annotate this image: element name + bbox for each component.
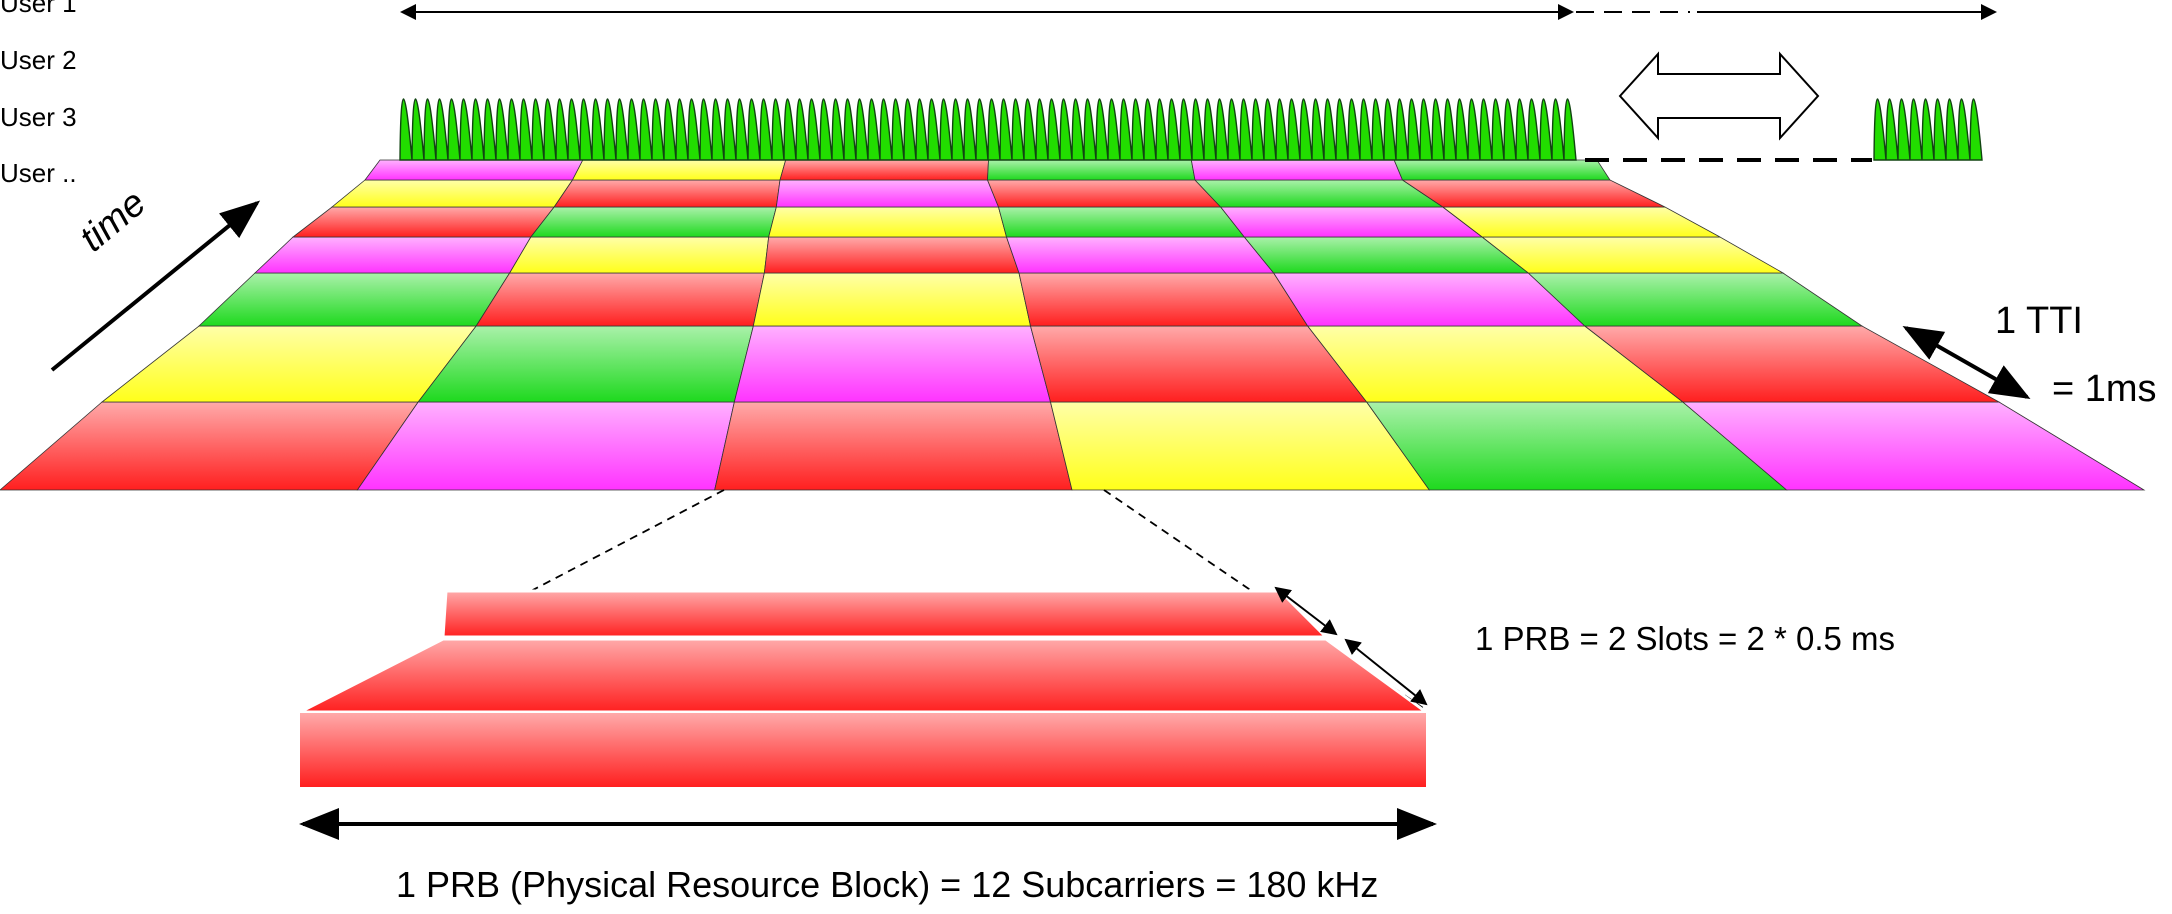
resource-block-r2-c2 [752, 272, 1031, 327]
resource-block-r6-c1 [571, 159, 787, 181]
resource-block-r2-c1 [475, 272, 765, 327]
prb-slots-label: 1 PRB = 2 Slots = 2 * 0.5 ms [1475, 620, 1896, 657]
resource-block-r3-c2 [763, 236, 1020, 274]
resource-block-r6-c4 [1190, 159, 1404, 181]
resource-block-r2-c3 [1018, 272, 1309, 327]
resource-block-r5-c2 [775, 179, 1000, 208]
resource-block-r0-c3 [1049, 401, 1431, 491]
legend-user-1: User 1 [0, 0, 77, 18]
user-signal-waveform [399, 98, 1983, 161]
legend-user-3: User 3 [0, 102, 77, 132]
resource-block-r1-c1 [417, 325, 754, 403]
legend-user-2: User 2 [0, 45, 77, 75]
double-arrow-icon [1618, 51, 1820, 141]
prb-front-face [300, 713, 1426, 787]
resource-block-r3-c0 [253, 236, 532, 274]
resource-block-r5-c5 [1401, 179, 1666, 208]
resource-block-r4-c5 [1441, 206, 1721, 238]
legend-user-more: User .. [0, 158, 77, 188]
prb-slot-back [441, 589, 1330, 639]
resource-block-r6-c5 [1393, 159, 1611, 181]
resource-block-r4-c4 [1219, 206, 1484, 238]
resource-block-r5-c3 [986, 179, 1222, 208]
resource-block-r0-c0 [0, 401, 419, 491]
resource-block-r1-c0 [100, 325, 477, 403]
resource-block-r4-c0 [291, 206, 555, 238]
resource-block-r3-c3 [1005, 236, 1275, 274]
resource-block-r2-c0 [197, 272, 511, 327]
prb-slot-front [299, 637, 1431, 714]
resource-block-r5-c4 [1194, 179, 1445, 208]
resource-block-r3-c5 [1481, 236, 1785, 274]
prb-definition-label: 1 PRB (Physical Resource Block) = 12 Sub… [396, 864, 1379, 905]
prb-detail [299, 589, 1431, 787]
slot-arrow-1 [1274, 586, 1338, 636]
resource-block-r5-c1 [553, 179, 781, 208]
resource-block-r6-c0 [364, 159, 584, 181]
resource-block-r0-c2 [714, 401, 1073, 491]
resource-block-r3-c1 [508, 236, 770, 274]
resource-block-r4-c2 [768, 206, 1008, 238]
resource-block-r0-c1 [356, 401, 735, 491]
time-axis-arrow [50, 200, 261, 372]
tti-arrow [1902, 326, 2031, 399]
resource-block-r5-c0 [330, 179, 574, 208]
resource-block-r1-c2 [733, 325, 1052, 403]
resource-block-r4-c3 [997, 206, 1246, 238]
resource-block-r6-c3 [987, 159, 1196, 181]
waveform-main [399, 98, 1577, 161]
slot-arrow-2 [1344, 638, 1428, 706]
zoom-line-left [442, 489, 725, 638]
resource-block-r3-c4 [1243, 236, 1530, 274]
resource-block-r4-c1 [530, 206, 777, 238]
waveform-tail [1873, 98, 1983, 161]
resource-grid [0, 159, 2146, 491]
tti-label: 1 TTI [1995, 300, 2083, 342]
resource-block-r2-c5 [1527, 272, 1864, 327]
tti-duration-label: = 1ms [2052, 368, 2157, 410]
resource-block-r6-c2 [779, 159, 989, 181]
